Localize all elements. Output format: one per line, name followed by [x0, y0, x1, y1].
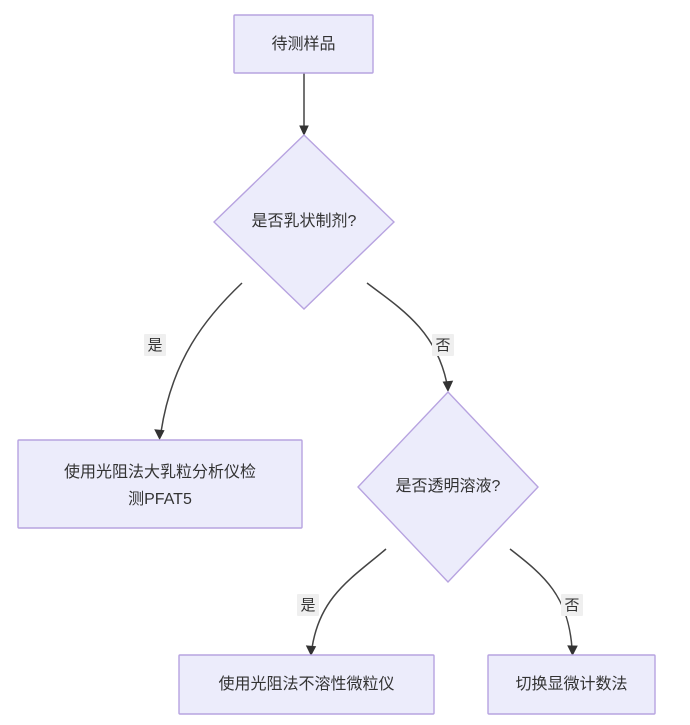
edge-label-yes: 是 [147, 337, 162, 354]
edge-decision-emulsion-no: 否 [366, 282, 454, 392]
arrow-head-icon [305, 645, 317, 656]
edge-label-no: 否 [564, 597, 579, 614]
edge-path [160, 282, 243, 433]
edge-path [366, 282, 448, 385]
arrow-head-icon [299, 125, 309, 136]
node-label-decision-clear-solution: 是否透明溶液? [396, 477, 501, 495]
edge-decision-clear-yes: 是 [297, 548, 387, 656]
node-shape-rect[interactable] [487, 654, 656, 715]
edge-label-yes: 是 [300, 597, 315, 614]
arrow-head-icon [442, 380, 454, 392]
edge-label-background [297, 594, 319, 616]
node-result-microscope[interactable]: 切换显微计数法 [487, 654, 656, 715]
node-label-result-particle-counter: 使用光阻法不溶性微粒仪 [218, 675, 394, 693]
node-decision-emulsion[interactable]: 是否乳状制剂? [212, 134, 396, 310]
node-label-result-pfat5-line2: 测PFAT5 [128, 490, 192, 508]
node-start[interactable]: 待测样品 [233, 14, 374, 74]
node-decision-clear-solution[interactable]: 是否透明溶液? [357, 390, 539, 584]
edge-label-background [144, 334, 166, 356]
node-shape-diamond[interactable] [212, 134, 396, 310]
node-shape-rect[interactable] [178, 654, 435, 715]
node-label-result-microscope: 切换显微计数法 [515, 675, 627, 693]
edge-label-background [561, 594, 583, 616]
node-label-decision-emulsion: 是否乳状制剂? [252, 212, 357, 230]
node-label-start: 待测样品 [271, 35, 335, 53]
node-label-result-pfat5-line1: 使用光阻法大乳粒分析仪检 [64, 463, 256, 481]
node-result-pfat5[interactable]: 使用光阻法大乳粒分析仪检 测PFAT5 [17, 439, 303, 529]
edge-label-no: 否 [435, 337, 450, 354]
arrow-head-icon [567, 645, 578, 656]
node-shape-rect[interactable] [233, 14, 374, 74]
edges-layer: 是 否 是 否 [144, 73, 583, 656]
edge-start-to-decision-emulsion [299, 73, 309, 136]
edge-path [311, 548, 387, 649]
node-result-particle-counter[interactable]: 使用光阻法不溶性微粒仪 [178, 654, 435, 715]
node-shape-rect[interactable] [17, 439, 303, 529]
edge-label-background [432, 334, 454, 356]
nodes-layer: 待测样品 是否乳状制剂? 使用光阻法大乳粒分析仪检 测PFAT5 是否透明溶液? [17, 14, 656, 715]
edge-path [509, 548, 573, 649]
arrow-head-icon [154, 429, 165, 440]
node-shape-diamond[interactable] [357, 390, 539, 584]
edge-decision-emulsion-yes: 是 [144, 282, 243, 440]
edge-decision-clear-no: 否 [509, 548, 583, 656]
